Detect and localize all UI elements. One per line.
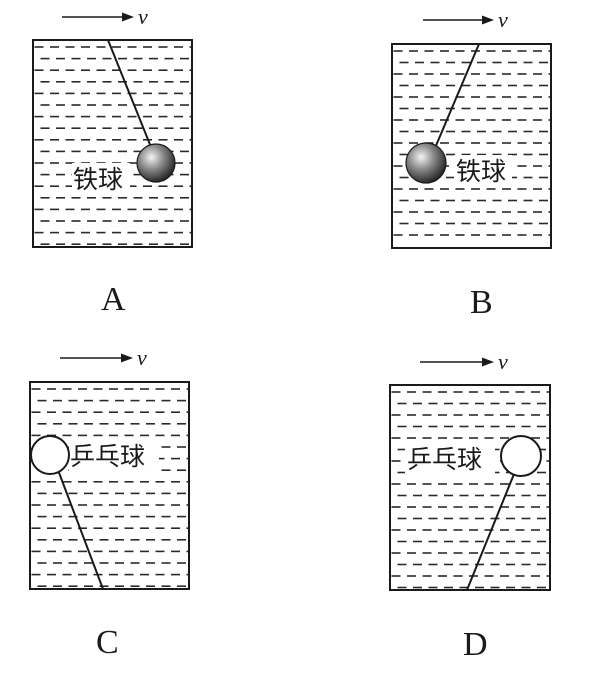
panel-c: v 乒乓球 C [29, 345, 190, 661]
velocity-symbol: v [498, 349, 508, 374]
panel-label: C [96, 624, 119, 661]
ping-pong-ball [30, 435, 70, 475]
velocity-symbol: v [498, 7, 508, 32]
panel-label: A [101, 281, 126, 318]
panel-b: v 铁球 B [391, 7, 552, 321]
panel-d: v 乒乓球 D [389, 349, 551, 663]
iron-ball [136, 143, 176, 183]
velocity-symbol: v [138, 4, 148, 29]
iron-ball [405, 142, 447, 184]
water-tank [391, 43, 552, 249]
panel-label: D [463, 626, 488, 663]
velocity-arrow: v [420, 349, 508, 374]
ball-label: 铁球 [456, 157, 506, 186]
string [466, 473, 515, 591]
water-tank [29, 381, 190, 590]
ball-label: 铁球 [73, 165, 123, 194]
ball-label: 乒乓球 [70, 442, 145, 471]
water-tank [389, 384, 551, 591]
velocity-arrow: v [60, 345, 147, 370]
ball-label: 乒乓球 [407, 445, 482, 474]
string [107, 39, 154, 153]
ping-pong-ball [500, 435, 542, 477]
velocity-arrow: v [423, 7, 508, 32]
velocity-symbol: v [137, 345, 147, 370]
string [57, 469, 104, 590]
panel-label: B [470, 284, 493, 321]
string [434, 43, 480, 149]
panel-a: v 铁球 A [32, 4, 193, 318]
water-tank [32, 39, 193, 248]
velocity-arrow: v [62, 4, 148, 29]
